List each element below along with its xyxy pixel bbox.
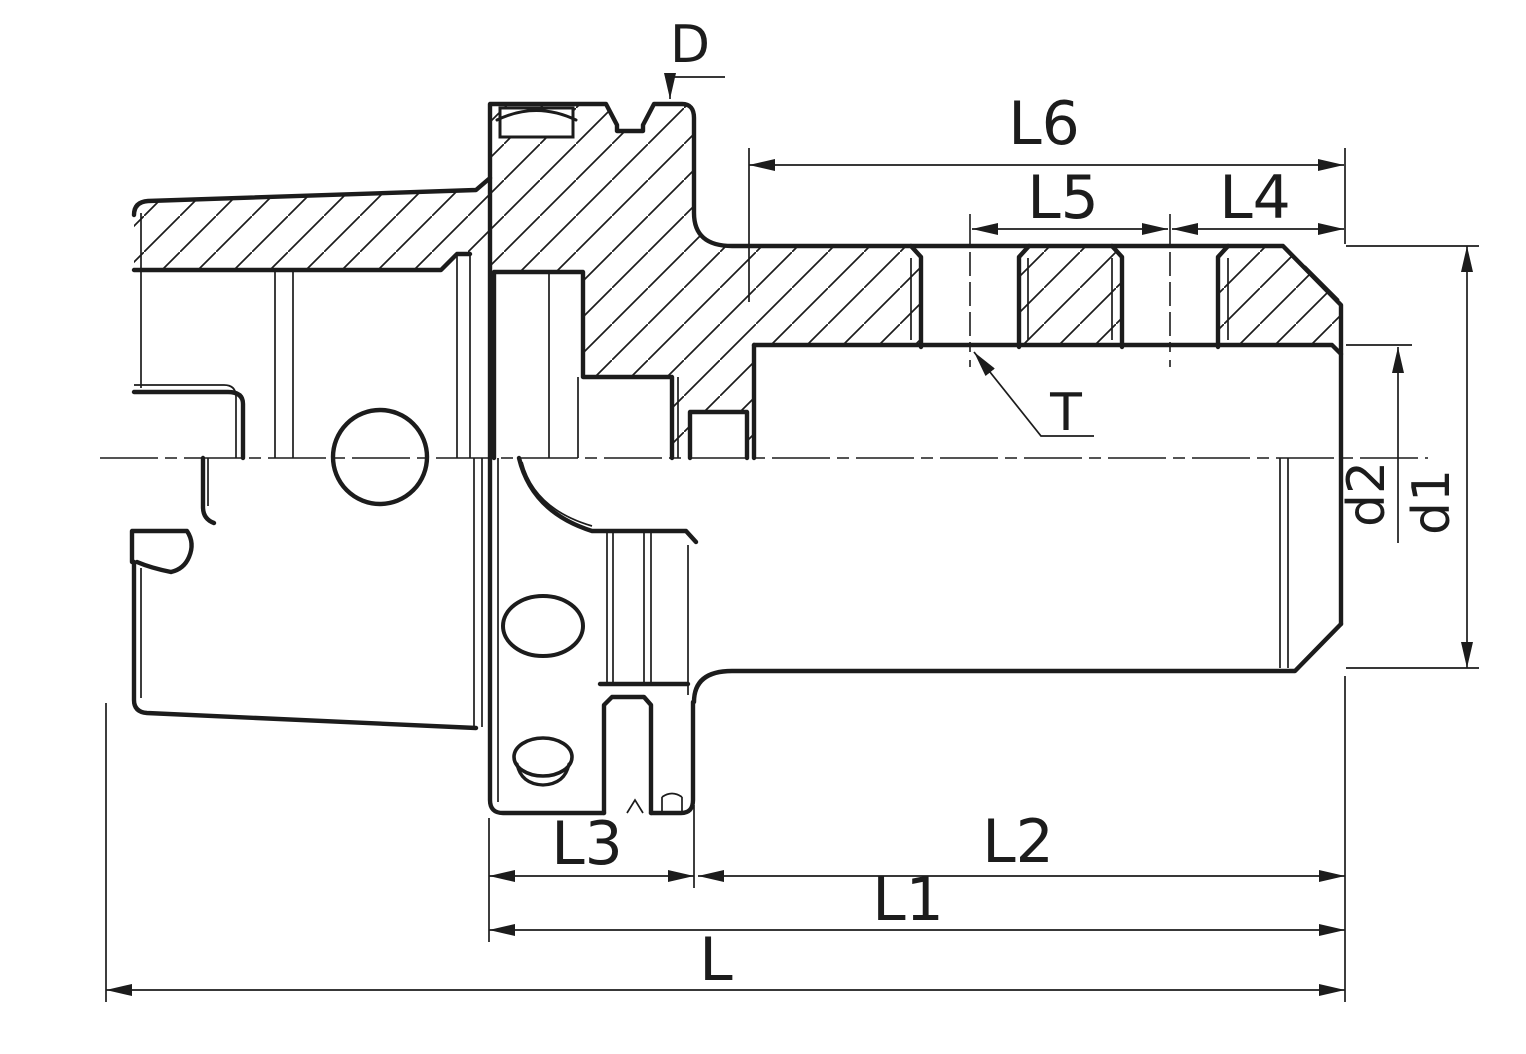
dim-label-l5: L5	[1027, 163, 1099, 233]
dimension-labels: D L6 L5 L4 T d2 d1 L3 L2 L1 L	[551, 15, 1462, 995]
dim-label-l2: L2	[982, 807, 1054, 877]
projection-lines	[134, 213, 1340, 814]
flange-groove-details	[495, 106, 585, 787]
dim-label-d1: d1	[1402, 469, 1462, 535]
outline-lower-view	[129, 455, 1344, 816]
dim-label-l: L	[699, 925, 733, 995]
dim-label-t: T	[1049, 383, 1082, 443]
flange-slot-hole	[501, 594, 585, 658]
dim-label-l4: L4	[1219, 163, 1291, 233]
dim-label-d2: d2	[1337, 461, 1397, 527]
dim-label-d: D	[670, 15, 710, 75]
drive-slot-hole	[330, 407, 430, 507]
dimension-lines	[106, 73, 1473, 996]
dim-label-l6: L6	[1008, 89, 1080, 159]
section-hatch	[134, 104, 1341, 458]
flange-small-hole	[512, 736, 574, 778]
outline-upper-section	[131, 101, 1344, 627]
leader-t	[973, 351, 1094, 437]
centerlines	[100, 214, 1428, 459]
dim-label-l3: L3	[551, 809, 623, 879]
dim-label-l1: L1	[872, 865, 944, 935]
